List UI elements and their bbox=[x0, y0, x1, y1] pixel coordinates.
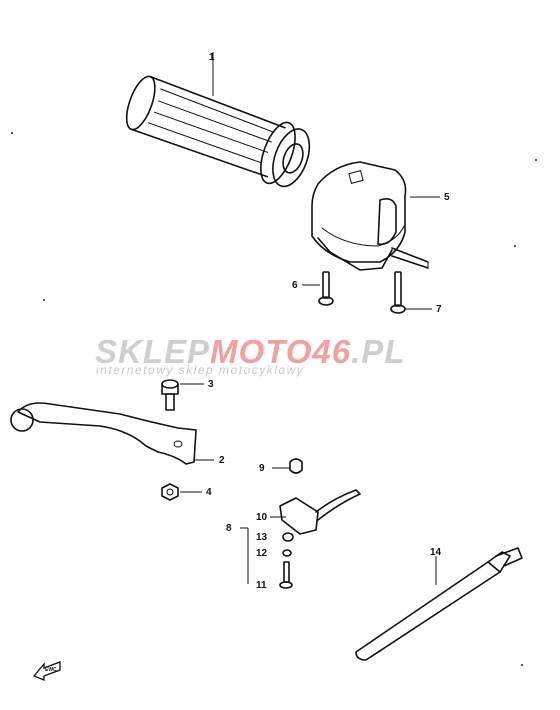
svg-text:SKLEPMOTO46.PL: SKLEPMOTO46.PL bbox=[95, 333, 405, 370]
label-8: 8 bbox=[226, 523, 232, 534]
label-13: 13 bbox=[256, 532, 268, 543]
part-4-nut bbox=[161, 483, 179, 501]
label-9: 9 bbox=[259, 463, 265, 474]
direction-marker: EWC bbox=[32, 661, 61, 681]
label-11: 11 bbox=[256, 580, 267, 591]
label-5: 5 bbox=[444, 192, 450, 203]
watermark-brand-46: 46 bbox=[311, 333, 351, 370]
label-10: 10 bbox=[256, 512, 268, 523]
part-14-cable-strap bbox=[355, 547, 523, 661]
part-13-washer bbox=[282, 532, 294, 542]
label-4: 4 bbox=[206, 487, 212, 498]
part-2-brake-lever bbox=[10, 402, 197, 465]
part-5-switch-housing bbox=[311, 161, 429, 271]
label-7: 7 bbox=[436, 304, 442, 315]
label-2: 2 bbox=[219, 455, 225, 466]
watermark-tagline: internetowy sklep motocyklowy bbox=[96, 363, 304, 377]
part-10-switch bbox=[279, 489, 361, 535]
watermark-brand-moto: MOTO bbox=[210, 333, 312, 370]
part-11-screw bbox=[279, 561, 293, 589]
watermark: SKLEPMOTO46.PL internetowy sklep motocyk… bbox=[95, 333, 405, 377]
part-12-washer bbox=[282, 549, 292, 557]
group-bracket-8 bbox=[240, 527, 249, 584]
watermark-brand-pl: .PL bbox=[351, 333, 405, 370]
arrow-left-icon bbox=[32, 661, 61, 681]
part-9-clip bbox=[289, 458, 303, 474]
direction-marker-text: EWC bbox=[45, 667, 57, 673]
part-1-grip bbox=[125, 75, 311, 188]
label-14: 14 bbox=[430, 547, 442, 558]
watermark-brand-sklep: SKLEP bbox=[95, 333, 210, 370]
label-1: 1 bbox=[209, 52, 215, 63]
part-7-screw bbox=[390, 271, 406, 314]
part-3-pivot-bolt bbox=[161, 379, 179, 411]
label-12: 12 bbox=[256, 548, 268, 559]
part-6-screw bbox=[318, 271, 334, 306]
label-6: 6 bbox=[292, 280, 298, 291]
label-3: 3 bbox=[208, 379, 214, 390]
scan-speckles bbox=[11, 132, 537, 666]
